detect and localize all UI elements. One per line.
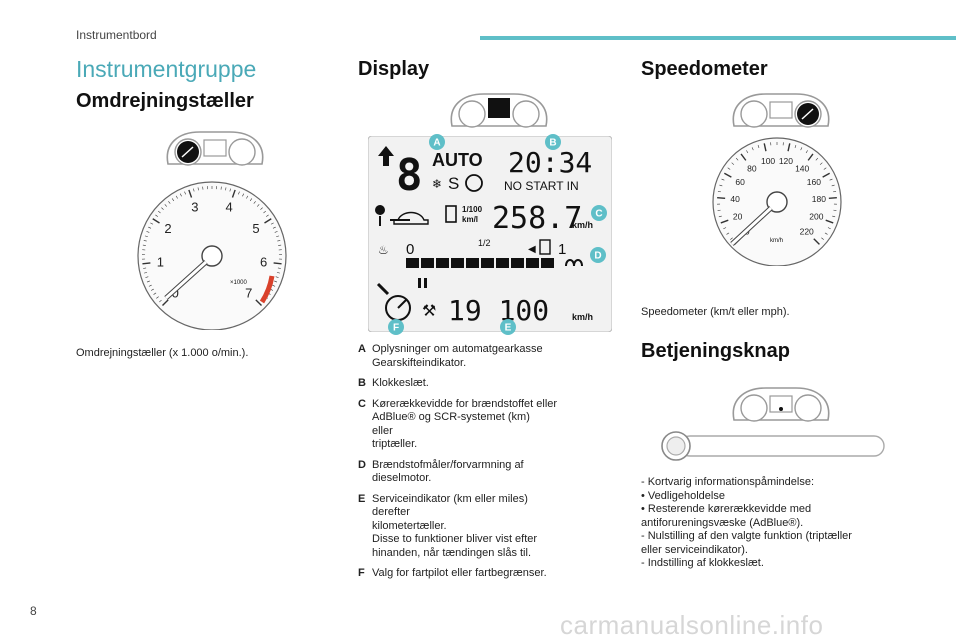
callout-f: F xyxy=(388,319,404,335)
legend-key: D xyxy=(358,459,372,486)
tachometer-heading: Omdrejningstæller xyxy=(76,90,254,113)
legend-key: B xyxy=(358,377,372,391)
legend-text: Valg for fartpilot eller fartbegrænser. xyxy=(372,567,547,581)
speedo-tick-label: 80 xyxy=(747,163,757,173)
watermark: carmanualsonline.info xyxy=(560,610,823,641)
tacho-unit: ×1000 xyxy=(230,280,248,286)
tacho-tick-label: 5 xyxy=(252,221,259,236)
legend-text: Oplysninger om automatgearkasse Gearskif… xyxy=(372,343,543,370)
callout-a: A xyxy=(429,134,445,150)
page-title: Instrumentgruppe xyxy=(76,56,256,83)
speedo-tick-label: 100 xyxy=(761,156,775,166)
page-number: 8 xyxy=(30,604,37,618)
speedo-tick-label: 120 xyxy=(779,156,793,166)
legend-text: Kørerækkevidde for brændstoffet eller Ad… xyxy=(372,398,557,452)
speedo-tick-label: 40 xyxy=(730,194,740,204)
svg-text:D: D xyxy=(594,251,601,262)
legend-key: A xyxy=(358,343,372,370)
legend-text: Klokkeslæt. xyxy=(372,377,429,391)
legend-key: C xyxy=(358,398,372,452)
control-button-heading: Betjeningsknap xyxy=(641,340,790,363)
speedo-unit: km/h xyxy=(770,238,783,244)
callout-b: B xyxy=(545,134,561,150)
svg-text:C: C xyxy=(595,209,602,220)
control-stalk xyxy=(656,428,888,464)
section-header: Instrumentbord xyxy=(76,28,157,42)
legend-key: E xyxy=(358,493,372,561)
tacho-tick-label: 1 xyxy=(157,254,164,269)
callout-e: E xyxy=(500,319,516,335)
svg-text:A: A xyxy=(433,138,440,149)
legend-text: Brændstofmåler/forvarmning af dieselmoto… xyxy=(372,459,524,486)
callout-c: C xyxy=(591,205,607,221)
speedometer-gauge: 020406080100120140160180200220 km/h xyxy=(692,136,862,266)
speedo-tick-label: 160 xyxy=(807,177,821,187)
svg-text:F: F xyxy=(393,323,399,334)
tacho-tick-label: 4 xyxy=(226,199,233,214)
legend-text: Serviceindikator (km eller miles) dereft… xyxy=(372,493,537,561)
speedo-tick-label: 140 xyxy=(795,163,809,173)
control-button-list: - Kortvarig informationspåmindelse: • Ve… xyxy=(641,476,903,571)
speedo-tick-label: 200 xyxy=(809,212,823,222)
speedo-tick-label: 60 xyxy=(735,177,745,187)
cluster-pictogram-button-icon xyxy=(726,382,836,428)
tacho-tick-label: 7 xyxy=(245,285,252,300)
tachometer-gauge: 01234567 ×1000 xyxy=(122,180,302,330)
speedometer-heading: Speedometer xyxy=(641,58,768,81)
tachometer-caption: Omdrejningstæller (x 1.000 o/min.). xyxy=(76,347,248,359)
speedometer-caption: Speedometer (km/t eller mph). xyxy=(641,306,790,318)
svg-text:E: E xyxy=(505,323,512,334)
display-heading: Display xyxy=(358,58,429,81)
cluster-pictogram-tacho-icon xyxy=(160,126,270,172)
cluster-pictogram-speedo-icon xyxy=(726,88,836,134)
svg-text:B: B xyxy=(549,138,556,149)
callout-d: D xyxy=(590,247,606,263)
legend-key: F xyxy=(358,567,372,581)
control-button-icon xyxy=(667,437,685,455)
speedo-tick-label: 180 xyxy=(812,194,826,204)
tacho-tick-label: 2 xyxy=(164,221,171,236)
speedo-tick-label: 220 xyxy=(800,227,814,237)
tacho-tick-label: 6 xyxy=(260,254,267,269)
tacho-tick-label: 3 xyxy=(191,199,198,214)
accent-bar xyxy=(480,36,956,40)
speedo-tick-label: 20 xyxy=(733,212,743,222)
callouts: A B C D E F xyxy=(380,126,620,346)
